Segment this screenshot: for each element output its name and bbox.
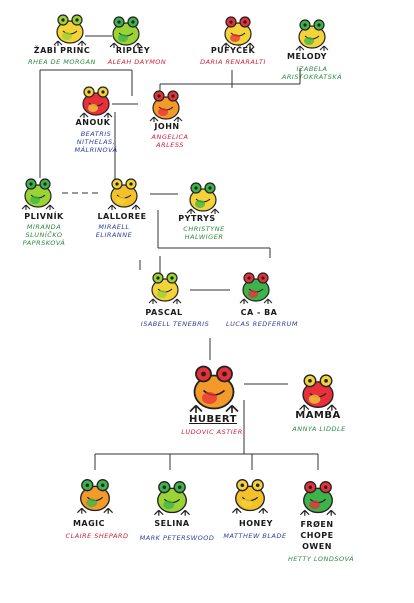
actor-john: ANGELICA ARLESS xyxy=(151,133,189,149)
frog-name-john: JOHN xyxy=(154,122,180,131)
frog-name-froen: FRØEN CHOPE OWEN xyxy=(300,520,334,551)
frog-hubert-icon xyxy=(189,365,239,414)
frog-name-selina: SELINA xyxy=(154,519,190,528)
frog-name-ripley: RIPLEY xyxy=(115,46,151,55)
frog-name-magic: MAGIC xyxy=(72,519,106,528)
actor-froen: HETTY LONDSOVÁ xyxy=(287,555,355,563)
frog-name-anouk: ANOUK xyxy=(75,118,111,127)
frog-lalloree-icon xyxy=(107,178,141,211)
frog-plivnik-icon xyxy=(21,178,55,211)
actor-ripley: ALEAH DAYMON xyxy=(107,58,167,66)
frog-mamba-icon xyxy=(298,374,338,412)
frog-pufycek-icon xyxy=(221,16,255,49)
frog-name-lalloree: LALLOREE xyxy=(97,212,147,221)
frog-name-hubert: HUBERT xyxy=(188,414,238,425)
actor-anouk: BEATRIS NITHELAS, MÁLRINOVÁ xyxy=(74,130,118,154)
frog-selina-icon xyxy=(153,481,191,517)
connector-lines xyxy=(39,35,319,470)
actor-honey: MATTHEW BLADE xyxy=(223,532,287,540)
actor-magic: CLAIRE SHEPARD xyxy=(65,532,129,540)
actor-plivnik: MIRANDA SLUNÍČKO PAPRSKOVÁ xyxy=(22,223,66,247)
frog-john-icon xyxy=(149,90,183,123)
frog-name-caba: CA - BA xyxy=(240,308,278,317)
actor-zabi: RHEA DE MORGAN xyxy=(28,58,96,66)
actor-lalloree: MIRAELL ELIRANNE xyxy=(95,223,133,239)
actor-hubert: LUDOVIC ASTIER xyxy=(181,428,243,436)
actor-melody: IZABELA ARISTOKRATSKÁ xyxy=(281,65,343,81)
frog-name-plivnik: PLIVNÍK xyxy=(24,212,64,221)
actor-selina: MARK PETERSWOOD xyxy=(139,534,215,542)
actor-caba: LUCAS REDFERRUM xyxy=(226,320,298,328)
frog-name-zabi: ŽABÍ PRINC xyxy=(33,46,91,55)
frog-pytrys-icon xyxy=(186,182,220,215)
frog-name-pufycek: PUFYČEK xyxy=(210,46,256,55)
frog-froen-icon xyxy=(299,481,337,517)
frog-name-pytrys: PYTRYS xyxy=(178,214,216,223)
frog-name-melody: MELODY xyxy=(287,52,327,61)
actor-pytrys: CHRISTYNE HALWIGER xyxy=(183,225,225,241)
frog-melody-icon xyxy=(295,19,329,52)
frog-name-honey: HONEY xyxy=(239,519,273,528)
actor-pufycek: DARIA RENARALTI xyxy=(200,58,266,66)
frog-name-mamba: MAMBA xyxy=(295,410,341,421)
frog-honey-icon xyxy=(231,479,269,515)
actor-pascal: ISABELL TENEBRIS xyxy=(140,320,210,328)
frog-pascal-icon xyxy=(148,272,182,305)
frog-caba-icon xyxy=(239,272,273,305)
frog-anouk-icon xyxy=(79,86,113,119)
frog-magic-icon xyxy=(76,479,114,515)
frog-zabi-princ-icon xyxy=(53,14,87,47)
frog-ripley-icon xyxy=(109,16,143,49)
actor-mamba: ANNYA LIDDLE xyxy=(292,425,346,433)
frog-name-pascal: PASCAL xyxy=(145,308,183,317)
